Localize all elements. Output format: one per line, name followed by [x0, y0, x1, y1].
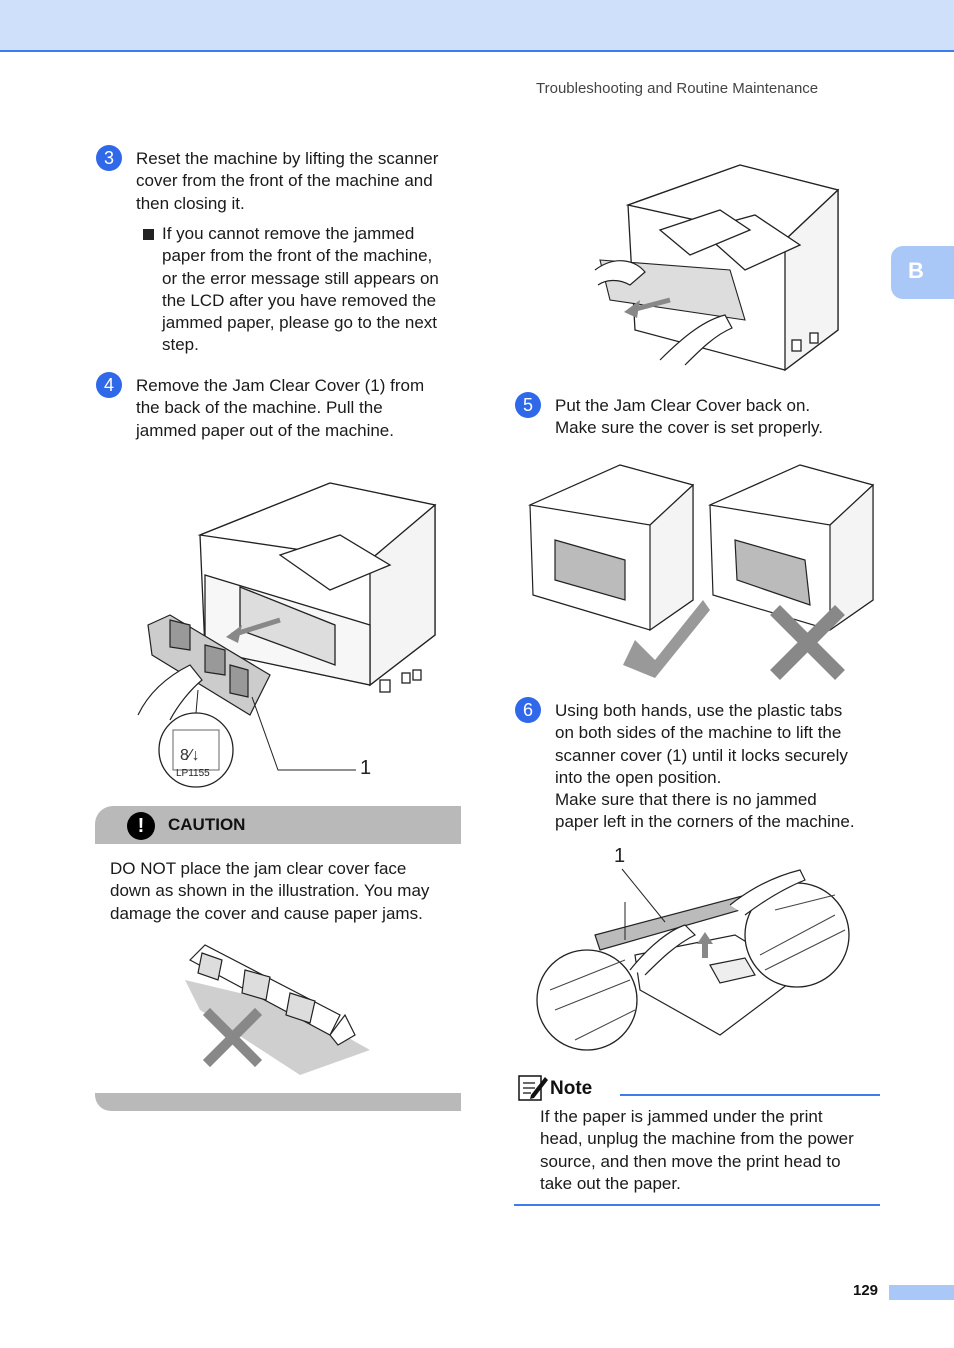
text-line: paper left in the corners of the machine… — [555, 812, 855, 832]
note-top-rule — [620, 1094, 880, 1096]
page-number: 129 — [853, 1282, 879, 1299]
text-line: or the error message still appears on — [162, 268, 439, 288]
text-line: take out the paper. — [540, 1173, 681, 1193]
step-number-6: 6 — [515, 697, 541, 723]
text-line: Make sure that there is no jammed — [555, 790, 817, 810]
illustration-remove-jam-cover: 8⁄↓ LP1155 — [137, 482, 437, 788]
text-line: If you cannot remove the jammed — [162, 224, 415, 243]
step-5-text: Put the Jam Clear Cover back on. Make su… — [555, 395, 885, 440]
checkmark-icon — [623, 600, 710, 678]
text-line: then closing it. — [136, 193, 245, 213]
step-3-text: Reset the machine by lifting the scanner… — [136, 148, 466, 215]
caution-header-bar — [95, 806, 461, 844]
callout-1: 1 — [614, 845, 626, 867]
side-tab-label: B — [908, 258, 924, 283]
step-3-bullet-text: If you cannot remove the jammed paper fr… — [162, 223, 462, 357]
bullet-square-icon — [143, 229, 154, 240]
text-line: scanner cover (1) until it locks securel… — [555, 745, 848, 765]
text-line: on both sides of the machine to lift the — [555, 723, 842, 743]
stamp-code: LP1155 — [176, 768, 210, 779]
text-line: Make sure the cover is set properly. — [555, 418, 824, 438]
callout-leader-line — [621, 868, 666, 923]
step-number-3: 3 — [96, 145, 122, 171]
svg-text:8⁄↓: 8⁄↓ — [180, 747, 200, 764]
text-line: damage the cover and cause paper jams. — [110, 903, 423, 923]
text-line: Reset the machine by lifting the scanner — [136, 149, 439, 168]
text-line: Put the Jam Clear Cover back on. — [555, 396, 811, 415]
note-title: Note — [550, 1078, 593, 1099]
running-header: Troubleshooting and Routine Maintenance — [536, 80, 819, 97]
illustration-lift-scanner-cover — [536, 869, 850, 1051]
note-pencil-icon — [518, 1075, 548, 1101]
illustration-cover-face-down-wrong — [185, 944, 370, 1075]
note-text: If the paper is jammed under the print h… — [540, 1106, 885, 1195]
illustration-cover-correct-vs-wrong — [527, 464, 875, 680]
text-line: Remove the Jam Clear Cover (1) from — [136, 376, 425, 395]
text-line: the LCD after you have removed the — [162, 290, 437, 310]
text-line: Using both hands, use the plastic tabs — [555, 701, 843, 720]
step-6-text: Using both hands, use the plastic tabs o… — [555, 700, 895, 834]
illustration-pull-jammed-paper — [594, 164, 840, 372]
text-line: source, and then move the print head to — [540, 1151, 841, 1171]
text-line: If the paper is jammed under the print — [540, 1107, 823, 1126]
exclamation-icon: ! — [127, 812, 155, 840]
text-line: into the open position. — [555, 767, 722, 787]
step-4-text: Remove the Jam Clear Cover (1) from the … — [136, 375, 466, 442]
caution-text: DO NOT place the jam clear cover face do… — [110, 858, 470, 925]
cross-mark-icon — [202, 1007, 263, 1068]
note-bottom-rule — [514, 1204, 880, 1206]
text-line: paper from the front of the machine, — [162, 246, 433, 266]
text-line: jammed paper out of the machine. — [136, 420, 394, 440]
page-number-tab — [889, 1285, 954, 1300]
callout-1: 1 — [360, 757, 372, 779]
step-number-5: 5 — [515, 392, 541, 418]
step-number-4: 4 — [96, 372, 122, 398]
text-line: cover from the front of the machine and — [136, 171, 433, 191]
text-line: down as shown in the illustration. You m… — [110, 881, 430, 901]
text-line: head, unplug the machine from the power — [540, 1129, 854, 1149]
text-line: jammed paper, please go to the next — [162, 313, 438, 333]
cross-mark-icon — [770, 605, 845, 680]
top-color-band — [0, 0, 954, 52]
caution-label: CAUTION — [168, 815, 246, 834]
text-line: the back of the machine. Pull the — [136, 398, 383, 418]
caution-bottom-bar — [95, 1093, 461, 1111]
text-line: DO NOT place the jam clear cover face — [110, 859, 407, 878]
text-line: step. — [162, 335, 199, 355]
appendix-side-tab: B — [891, 246, 954, 299]
